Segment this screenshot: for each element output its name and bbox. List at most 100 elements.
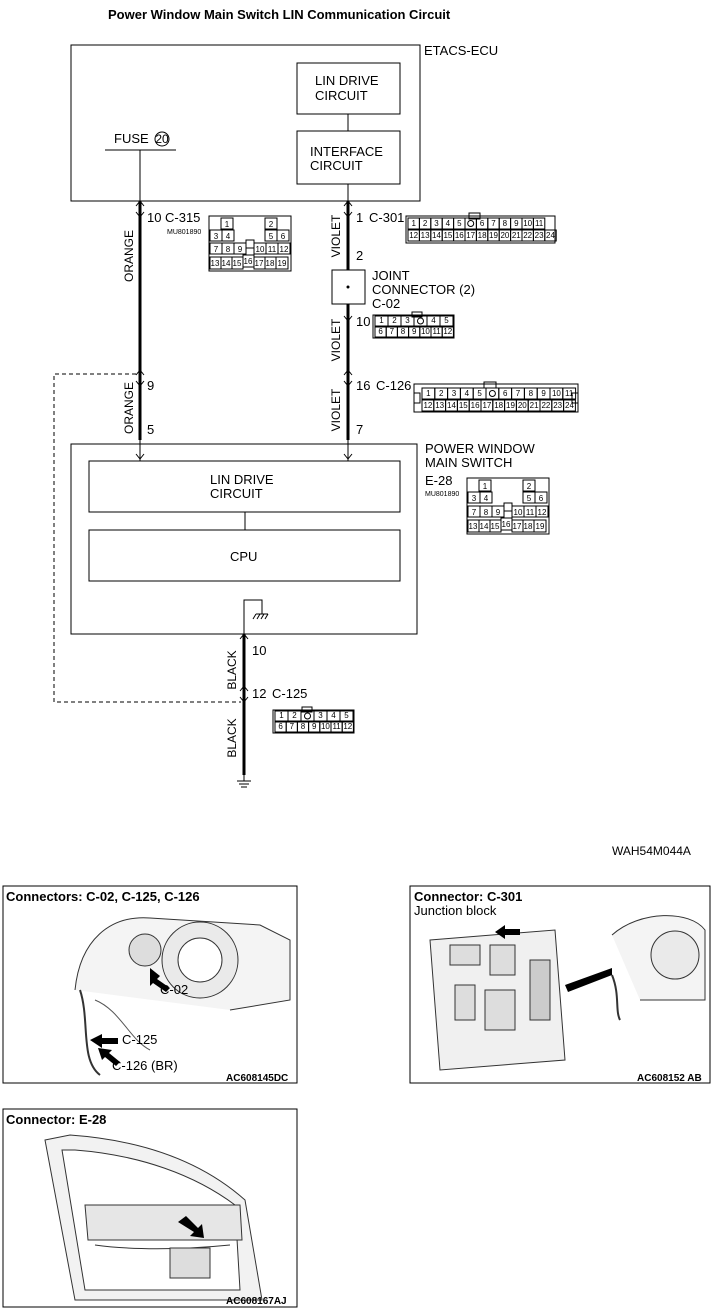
svg-text:15: 15 xyxy=(443,231,452,240)
svg-text:3: 3 xyxy=(472,494,477,503)
c301-pin: 1 xyxy=(356,210,363,225)
c315-connector-face: 1 2 3 4 5 6 7 8 9 10 11 12 13 14 15 16 1… xyxy=(208,215,292,272)
svg-text:22: 22 xyxy=(541,401,550,410)
photo2-title: Connector: C-301 xyxy=(414,889,522,904)
photo1-label-c02: C-02 xyxy=(160,982,188,997)
svg-text:6: 6 xyxy=(281,232,286,241)
photo-panel-connectors-c02-c125-c126: Connectors: C-02, C-125, C-126 C-02 C-12… xyxy=(2,885,298,1084)
black-label-2: BLACK xyxy=(225,718,239,757)
svg-text:8: 8 xyxy=(226,245,231,254)
svg-text:7: 7 xyxy=(472,508,477,517)
photo3-code: AC608167AJ xyxy=(226,1296,287,1307)
svg-text:10: 10 xyxy=(321,722,330,731)
svg-text:18: 18 xyxy=(494,401,503,410)
photo2-code: AC608152 AB xyxy=(637,1073,702,1084)
arrow-e28-icon xyxy=(178,1216,204,1238)
svg-text:17: 17 xyxy=(513,522,522,531)
svg-text:3: 3 xyxy=(452,389,457,398)
c126-pin: 16 xyxy=(356,378,370,393)
arrow-c02-icon xyxy=(150,968,170,992)
photo3-title: Connector: E-28 xyxy=(6,1112,106,1127)
etacs-lin-drive-line1: LIN DRIVE xyxy=(315,73,379,88)
pw-lin-drive-line1: LIN DRIVE xyxy=(210,472,274,487)
svg-text:2: 2 xyxy=(292,711,297,720)
svg-text:9: 9 xyxy=(514,219,519,228)
c125-name: C-125 xyxy=(272,686,307,701)
svg-text:11: 11 xyxy=(565,389,574,398)
photo-panel-connector-e28: Connector: E-28 AC608167AJ xyxy=(2,1108,298,1308)
svg-text:5: 5 xyxy=(457,219,462,228)
svg-text:2: 2 xyxy=(439,389,444,398)
svg-text:1: 1 xyxy=(411,219,416,228)
e28-pin-10: 10 xyxy=(252,643,266,658)
svg-text:18: 18 xyxy=(266,259,275,268)
violet-label-1: VIOLET xyxy=(329,214,343,257)
arrow-c301-icon xyxy=(495,925,520,939)
e28-name: E-28 xyxy=(425,473,452,488)
diagram-title: Power Window Main Switch LIN Communicati… xyxy=(108,7,451,22)
photo-panel-connector-c301: Connector: C-301 Junction block AC608152… xyxy=(409,885,711,1084)
pw-switch-label-2: MAIN SWITCH xyxy=(425,455,512,470)
svg-text:20: 20 xyxy=(500,231,509,240)
etacs-ecu-label: ETACS-ECU xyxy=(424,43,498,58)
svg-text:12: 12 xyxy=(280,245,289,254)
joint-pin-10: 10 xyxy=(356,314,370,329)
svg-text:11: 11 xyxy=(432,327,441,336)
e28-pin-7: 7 xyxy=(356,422,363,437)
violet-label-2: VIOLET xyxy=(329,318,343,361)
svg-text:10: 10 xyxy=(523,219,532,228)
svg-text:10: 10 xyxy=(514,508,523,517)
etacs-ecu-box xyxy=(70,44,421,202)
svg-text:16: 16 xyxy=(455,231,464,240)
cpu-label: CPU xyxy=(230,549,257,564)
svg-text:1: 1 xyxy=(483,482,488,491)
svg-text:11: 11 xyxy=(526,508,535,517)
svg-text:23: 23 xyxy=(535,231,544,240)
svg-text:2: 2 xyxy=(423,219,428,228)
svg-text:9: 9 xyxy=(312,722,317,731)
svg-text:16: 16 xyxy=(502,520,511,529)
pw-lin-drive-line2: CIRCUIT xyxy=(210,486,263,501)
e28-pin-5: 5 xyxy=(147,422,154,437)
svg-text:8: 8 xyxy=(401,327,406,336)
photo1-label-c126: C-126 (BR) xyxy=(112,1058,178,1073)
svg-text:23: 23 xyxy=(553,401,562,410)
etacs-interface-line1: INTERFACE xyxy=(310,144,383,159)
fuse-number-circle xyxy=(154,131,170,147)
photo1-label-c125: C-125 xyxy=(122,1032,157,1047)
orange-pin-9: 9 xyxy=(147,378,154,393)
svg-text:10: 10 xyxy=(421,327,430,336)
svg-text:9: 9 xyxy=(412,327,417,336)
svg-text:1: 1 xyxy=(279,711,284,720)
svg-text:18: 18 xyxy=(524,522,533,531)
c315-part: MU801890 xyxy=(167,229,201,236)
svg-text:2: 2 xyxy=(269,220,274,229)
photo2-subtitle: Junction block xyxy=(414,903,497,918)
c315-pin: 10 xyxy=(147,210,161,225)
svg-text:6: 6 xyxy=(378,327,383,336)
svg-text:7: 7 xyxy=(516,389,521,398)
c126-name: C-126 xyxy=(376,378,411,393)
svg-text:13: 13 xyxy=(421,231,430,240)
svg-text:13: 13 xyxy=(435,401,444,410)
joint-name: C-02 xyxy=(372,296,400,311)
svg-text:8: 8 xyxy=(503,219,508,228)
svg-text:4: 4 xyxy=(446,219,451,228)
photo1-code: AC608145DC xyxy=(226,1073,288,1084)
c125-pin: 12 xyxy=(252,686,266,701)
svg-text:10: 10 xyxy=(552,389,561,398)
svg-text:4: 4 xyxy=(226,232,231,241)
photo1-title: Connectors: C-02, C-125, C-126 xyxy=(6,889,200,904)
violet-label-3: VIOLET xyxy=(329,388,343,431)
svg-text:16: 16 xyxy=(471,401,480,410)
svg-text:11: 11 xyxy=(332,722,341,731)
svg-text:11: 11 xyxy=(268,245,277,254)
svg-text:1: 1 xyxy=(379,316,384,325)
c315-name: C-315 xyxy=(165,210,200,225)
svg-text:19: 19 xyxy=(506,401,515,410)
svg-text:19: 19 xyxy=(536,522,545,531)
svg-text:3: 3 xyxy=(318,711,323,720)
diagram-code: WAH54M044A xyxy=(612,844,691,858)
svg-text:14: 14 xyxy=(447,401,456,410)
